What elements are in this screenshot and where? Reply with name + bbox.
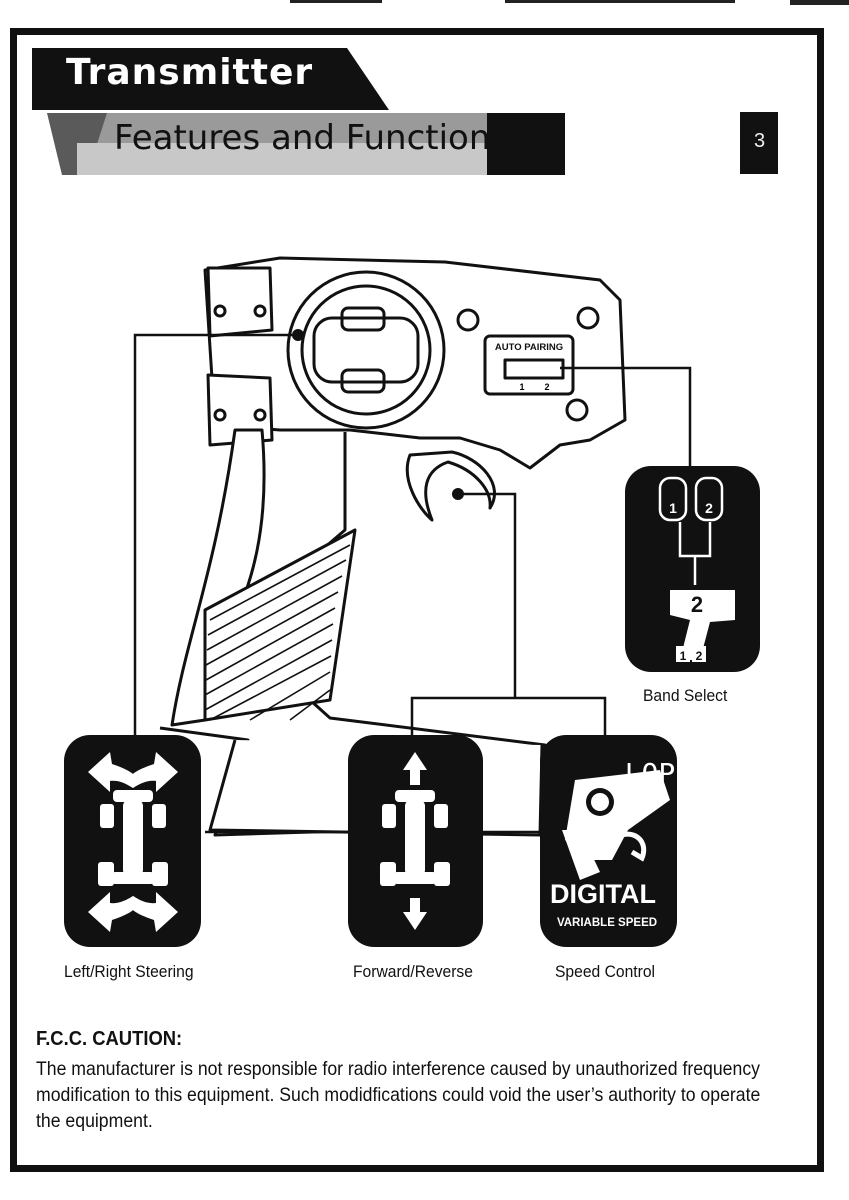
band-number: 2	[691, 592, 703, 617]
speed-display: LOP	[625, 757, 676, 790]
band-select-badge: 1 2 2 1 2	[625, 466, 760, 672]
fcc-caution-body: The manufacturer is not responsible for …	[36, 1056, 787, 1134]
band-slot-2: 2	[696, 649, 703, 663]
speed-control-caption: Speed Control	[555, 962, 655, 982]
switch-position-2: 2	[544, 382, 549, 392]
steering-badge	[64, 735, 201, 947]
forward-reverse-badge	[348, 735, 483, 947]
auto-pairing-label: AUTO PAIRING	[495, 342, 563, 353]
digital-brand: DIGITAL	[550, 879, 656, 909]
forward-reverse-caption: Forward/Reverse	[353, 962, 473, 982]
band-slot-1: 1	[680, 649, 687, 663]
switch-position-1: 1	[519, 382, 524, 392]
band-select-caption: Band Select	[643, 686, 727, 706]
variable-speed-label: VARIABLE SPEED	[557, 917, 657, 929]
band-car-1-number: 1	[669, 500, 677, 516]
speed-control-badge: LOP DIGITAL VARIABLE SPEED	[540, 735, 677, 947]
fcc-caution-heading: F.C.C. CAUTION:	[36, 1028, 182, 1051]
steering-caption: Left/Right Steering	[64, 962, 194, 982]
band-car-2-number: 2	[705, 500, 713, 516]
